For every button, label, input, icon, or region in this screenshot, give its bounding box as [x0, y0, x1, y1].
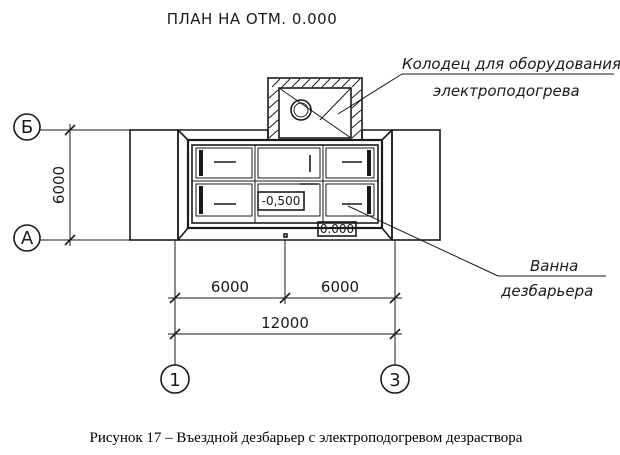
span-left-dimension: 6000: [211, 278, 249, 296]
total-span-dimension: 12000: [261, 314, 309, 332]
span-right-dimension: 6000: [321, 278, 359, 296]
well-wall-hatching: [268, 78, 362, 139]
ground-level-box: [317, 221, 357, 237]
axis-col-3: 3: [380, 364, 410, 394]
disinfection-bath: [186, 138, 384, 230]
left-ramp: [129, 129, 179, 241]
heating-equipment-well: [267, 77, 363, 141]
axis-label-b: Б: [21, 117, 33, 138]
bath-label-line2: дезбарьера: [500, 282, 593, 300]
axis-label-a: А: [21, 228, 34, 249]
well-label-line1: Колодец для оборудования: [402, 55, 620, 73]
bath-bottom-level-box: [257, 191, 305, 211]
figure-caption: Рисунок 17 – Въездной дезбарьер с электр…: [90, 430, 523, 446]
well-label-line2: электроподогрева: [433, 82, 580, 100]
ground-level: 0.000: [320, 222, 354, 236]
axis-row-b: Б: [13, 113, 178, 141]
vertical-dimension-value: 6000: [50, 166, 68, 204]
axis-label-1: 1: [169, 370, 180, 391]
plan-title: ПЛАН НА ОТМ. 0.000: [167, 10, 338, 28]
bath-callout: Ванна дезбарьера: [347, 205, 606, 300]
axis-row-a: А: [13, 224, 178, 252]
right-ramp: [391, 129, 441, 241]
well-callout: Колодец для оборудования электроподогрев…: [337, 55, 620, 115]
axis-col-1: 1: [160, 364, 190, 394]
bath-bottom-level: -0,500: [262, 194, 301, 208]
horizontal-dimensions: 6000 6000 12000: [168, 240, 402, 365]
vertical-dimension: 6000: [50, 124, 76, 246]
axis-label-3: 3: [389, 370, 400, 391]
bath-label-line1: Ванна: [530, 257, 578, 275]
